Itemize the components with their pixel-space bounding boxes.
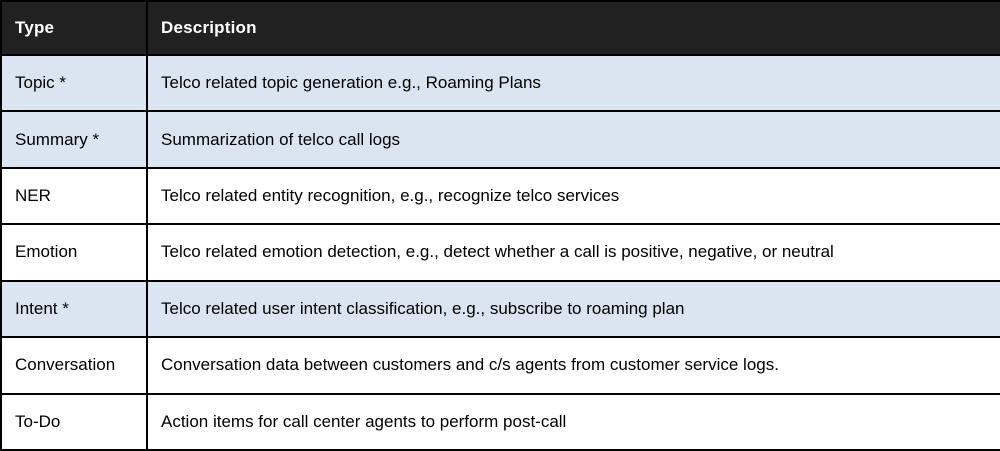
table-row: NER Telco related entity recognition, e.… xyxy=(0,166,1000,226)
table-body: Topic * Telco related topic generation e… xyxy=(0,53,1000,451)
type-cell: Topic * xyxy=(0,53,148,113)
table-row: Intent * Telco related user intent class… xyxy=(0,279,1000,339)
description-cell: Telco related topic generation e.g., Roa… xyxy=(146,53,1000,113)
type-cell: NER xyxy=(0,166,148,226)
description-cell: Conversation data between customers and … xyxy=(146,336,1000,395)
table-row: Summary * Summarization of telco call lo… xyxy=(0,110,1000,169)
table-header: Type Description xyxy=(0,0,1000,56)
header-row: Type Description xyxy=(0,0,1000,56)
table-row: Emotion Telco related emotion detection,… xyxy=(0,223,1000,282)
description-cell: Telco related user intent classification… xyxy=(146,279,1000,339)
description-cell: Action items for call center agents to p… xyxy=(146,392,1000,451)
description-cell: Telco related entity recognition, e.g., … xyxy=(146,166,1000,226)
type-cell: To-Do xyxy=(0,392,148,451)
type-cell: Summary * xyxy=(0,110,148,169)
table-row: Conversation Conversation data between c… xyxy=(0,336,1000,395)
description-cell: Telco related emotion detection, e.g., d… xyxy=(146,223,1000,282)
table-row: To-Do Action items for call center agent… xyxy=(0,392,1000,451)
table-row: Topic * Telco related topic generation e… xyxy=(0,53,1000,113)
type-cell: Conversation xyxy=(0,336,148,395)
description-cell: Summarization of telco call logs xyxy=(146,110,1000,169)
type-cell: Intent * xyxy=(0,279,148,339)
column-header-description: Description xyxy=(146,0,1000,56)
column-header-type: Type xyxy=(0,0,148,56)
type-cell: Emotion xyxy=(0,223,148,282)
